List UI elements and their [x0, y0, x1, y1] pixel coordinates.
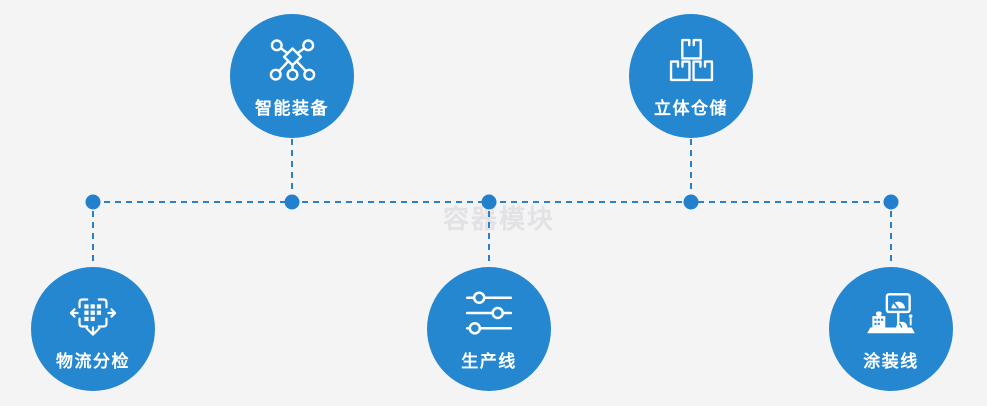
node-production-line: 生产线	[427, 267, 551, 391]
junction-dots	[85, 194, 899, 210]
node-stereo-warehouse: 立体仓储	[629, 14, 753, 138]
node-painting-line: 涂装线	[829, 267, 953, 391]
machine-monitor-icon	[862, 288, 920, 338]
sliders-icon	[465, 288, 513, 338]
node-logistics-sorting: 物流分检	[31, 267, 155, 391]
node-label: 生产线	[461, 352, 517, 371]
network-nodes-icon	[269, 35, 316, 85]
node-label: 立体仓储	[654, 99, 728, 118]
node-label: 物流分检	[56, 352, 130, 371]
sorting-grid-squares	[84, 304, 102, 322]
node-label: 涂装线	[863, 352, 919, 371]
watermark-text: 容器模块	[443, 204, 556, 234]
sorting-arrows-icon	[68, 288, 118, 338]
node-smart-equipment: 智能装备	[230, 14, 354, 138]
stacked-boxes-icon	[669, 35, 714, 85]
node-label: 智能装备	[255, 99, 329, 118]
console-dots	[874, 318, 884, 325]
